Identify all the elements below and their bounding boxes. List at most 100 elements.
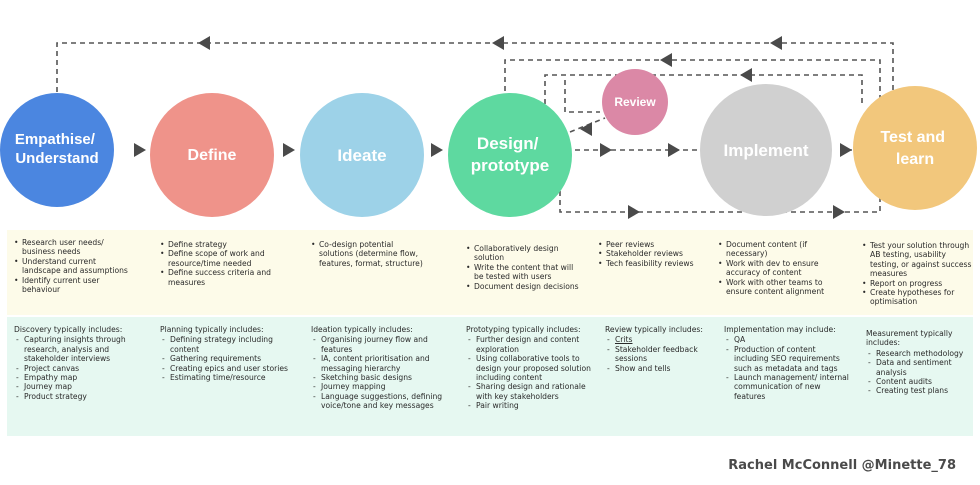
activities-ideate: Co-design potential solutions (determine… bbox=[311, 240, 429, 268]
stage-circle-test bbox=[853, 86, 977, 210]
svg-text:Implement: Implement bbox=[723, 141, 808, 160]
stage-label-design-2: prototype bbox=[471, 156, 549, 175]
stage-label-test-2: learn bbox=[896, 151, 934, 168]
activities-implement: Document content (if necessary) Work wit… bbox=[718, 240, 838, 296]
bottom-loop-design-to-test bbox=[559, 182, 881, 213]
stage-circle-empathise bbox=[0, 93, 114, 207]
includes-item: QA bbox=[724, 335, 850, 345]
activity-item: Peer reviews bbox=[598, 240, 706, 250]
includes-item: Using collaborative tools to design your… bbox=[466, 354, 594, 382]
stage-label-empathise-1: Empathise/ bbox=[15, 131, 96, 148]
includes-item: Product strategy bbox=[14, 392, 142, 402]
arrowhead bbox=[198, 36, 210, 50]
includes-item: Gathering requirements bbox=[160, 354, 288, 364]
svg-text:Ideate: Ideate bbox=[337, 146, 386, 165]
includes-item: Production of content including SEO requ… bbox=[724, 345, 850, 373]
includes-define: Planning typically includes: Defining st… bbox=[160, 325, 288, 383]
activities-define: Define strategy Define scope of work and… bbox=[160, 240, 278, 287]
includes-item: Pair writing bbox=[466, 401, 594, 411]
author-credit: Rachel McConnell @Minette_78 bbox=[728, 458, 956, 473]
feedback-loop-implement-to-review bbox=[544, 74, 863, 115]
arrowhead bbox=[600, 143, 612, 157]
arrowhead bbox=[833, 205, 845, 219]
includes-item: Language suggestions, defining voice/ton… bbox=[311, 392, 449, 411]
stage-label-ideate: Ideate bbox=[337, 146, 386, 165]
activity-item: Collaboratively design solution bbox=[466, 244, 584, 263]
stage-circle-ideate bbox=[300, 93, 424, 217]
svg-text:Empathise/ Understand: Empathise/ Understand bbox=[15, 131, 99, 167]
stage-label-design-1: Design/ bbox=[477, 134, 539, 153]
activity-item: Research user needs/ business needs bbox=[14, 238, 132, 257]
activity-item: Understand current landscape and assumpt… bbox=[14, 257, 132, 276]
includes-item: Defining strategy including content bbox=[160, 335, 288, 354]
includes-heading: Measurement typically includes: bbox=[866, 329, 953, 348]
arrowhead bbox=[660, 53, 672, 67]
includes-heading: Implementation may include: bbox=[724, 325, 836, 334]
includes-item: Capturing insights through research, ana… bbox=[14, 335, 142, 363]
arrowhead bbox=[492, 36, 504, 50]
includes-test: Measurement typically includes: Research… bbox=[866, 329, 974, 396]
includes-implement: Implementation may include: QA Productio… bbox=[724, 325, 850, 401]
arrowhead bbox=[668, 143, 680, 157]
stage-circle-define bbox=[150, 93, 274, 217]
stage-label-implement: Implement bbox=[723, 141, 808, 160]
includes-item: Journey map bbox=[14, 382, 142, 392]
activity-item: Document content (if necessary) bbox=[718, 240, 838, 259]
stage-circle-design bbox=[448, 93, 572, 217]
includes-heading: Discovery typically includes: bbox=[14, 325, 123, 334]
activity-item: Define strategy bbox=[160, 240, 278, 250]
includes-heading: Prototyping typically includes: bbox=[466, 325, 581, 334]
svg-text:Test and learn: Test and learn bbox=[880, 129, 949, 168]
activity-item: Co-design potential solutions (determine… bbox=[311, 240, 429, 268]
includes-item: Further design and content exploration bbox=[466, 335, 594, 354]
arrowhead bbox=[134, 143, 146, 157]
includes-heading: Ideation typically includes: bbox=[311, 325, 413, 334]
stage-label-empathise-2: Understand bbox=[15, 150, 98, 167]
activity-item: Tech feasibility reviews bbox=[598, 259, 706, 269]
activity-item: Report on progress bbox=[862, 279, 974, 289]
activities-design: Collaboratively design solution Write th… bbox=[466, 244, 584, 291]
includes-item: Creating test plans bbox=[866, 386, 974, 396]
includes-item-crits: Crits bbox=[605, 335, 713, 345]
activity-item: Stakeholder reviews bbox=[598, 249, 706, 259]
activities-test: Test your solution through AB testing, u… bbox=[862, 241, 974, 307]
arrowhead bbox=[283, 143, 295, 157]
includes-item: Launch management/ internal communicatio… bbox=[724, 373, 850, 401]
activity-item: Create hypotheses for optimisation bbox=[862, 288, 974, 307]
arrowhead bbox=[431, 143, 443, 157]
arrowhead bbox=[628, 205, 640, 219]
activities-empathise: Research user needs/ business needs Unde… bbox=[14, 238, 132, 294]
includes-item: Creating epics and user stories bbox=[160, 364, 288, 374]
includes-review: Review typically includes: Crits Stakeho… bbox=[605, 325, 713, 373]
feedback-loop-test-to-design bbox=[504, 59, 881, 100]
activity-item: Define scope of work and resource/time n… bbox=[160, 249, 278, 268]
stage-label-review: Review bbox=[614, 95, 656, 109]
activity-item: Work with dev to ensure accuracy of cont… bbox=[718, 259, 838, 278]
activity-item: Identify current user behaviour bbox=[14, 276, 132, 295]
activity-item: Test your solution through AB testing, u… bbox=[862, 241, 974, 279]
activity-item: Work with other teams to ensure content … bbox=[718, 278, 838, 297]
svg-text:Define: Define bbox=[188, 147, 237, 164]
stage-label-define: Define bbox=[188, 147, 237, 164]
arrowhead bbox=[740, 68, 752, 82]
stage-circle-review bbox=[602, 69, 668, 135]
arrowhead bbox=[580, 122, 592, 136]
includes-item: Research methodology bbox=[866, 349, 974, 359]
activity-item: Define success criteria and measures bbox=[160, 268, 278, 287]
includes-item: Project canvas bbox=[14, 364, 142, 374]
stage-circle-implement bbox=[700, 84, 832, 216]
includes-design: Prototyping typically includes: Further … bbox=[466, 325, 594, 411]
includes-heading: Planning typically includes: bbox=[160, 325, 264, 334]
review-loop bbox=[564, 80, 600, 113]
includes-heading: Review typically includes: bbox=[605, 325, 703, 334]
includes-ideate: Ideation typically includes: Organising … bbox=[311, 325, 449, 411]
includes-item: Estimating time/resource bbox=[160, 373, 288, 383]
process-diagram: Empathise/ Understand Define Ideate Desi… bbox=[0, 36, 977, 219]
includes-item: Sketching basic designs bbox=[311, 373, 449, 383]
activity-item: Write the content that will be tested wi… bbox=[466, 263, 584, 282]
includes-item: Organising journey flow and features bbox=[311, 335, 449, 354]
svg-text:Review: Review bbox=[614, 95, 656, 109]
activity-item: Document design decisions bbox=[466, 282, 584, 292]
stage-label-test-1: Test and bbox=[880, 129, 945, 146]
svg-text:Design/ prototype: Design/ prototype bbox=[471, 134, 549, 175]
